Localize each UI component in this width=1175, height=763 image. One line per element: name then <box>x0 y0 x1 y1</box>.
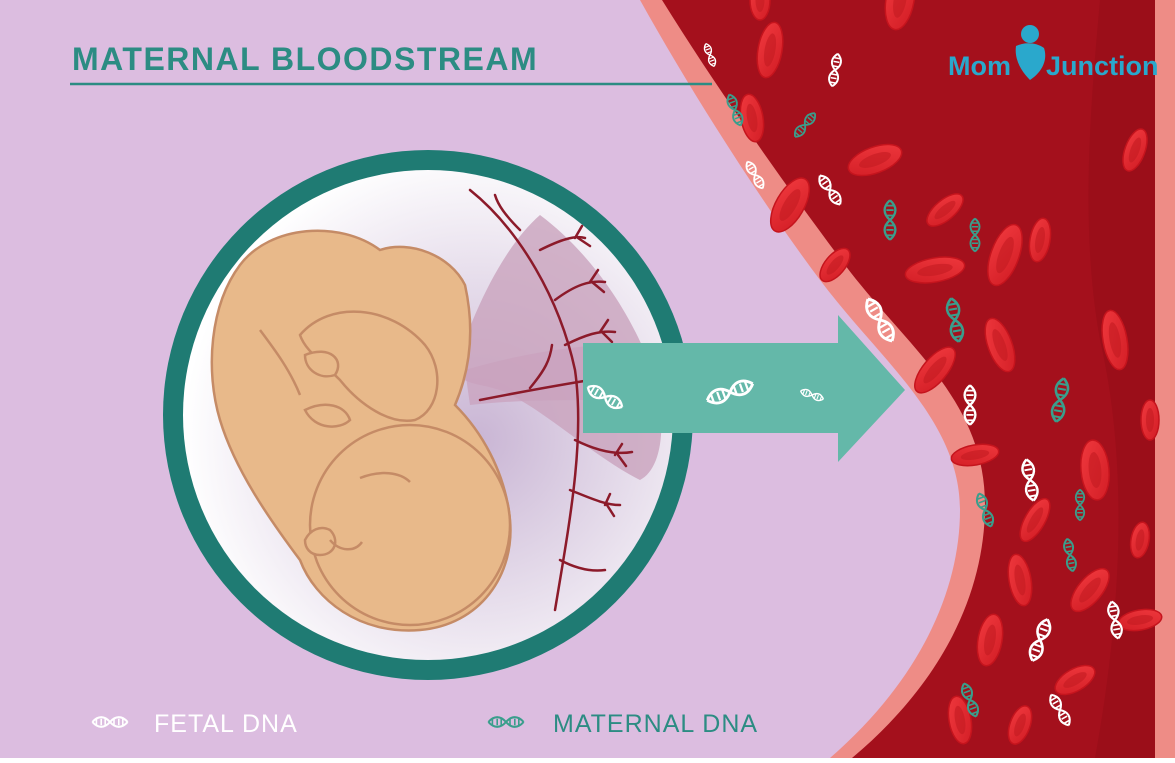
logo-text-right: Junction <box>1046 51 1159 81</box>
page-title: MATERNAL BLOODSTREAM <box>72 41 538 77</box>
legend-label-maternal: MATERNAL DNA <box>553 710 758 738</box>
red-blood-cell-center <box>1146 408 1154 432</box>
logo-text-left: Mom <box>948 51 1011 81</box>
legend-label-fetal: FETAL DNA <box>154 710 298 738</box>
